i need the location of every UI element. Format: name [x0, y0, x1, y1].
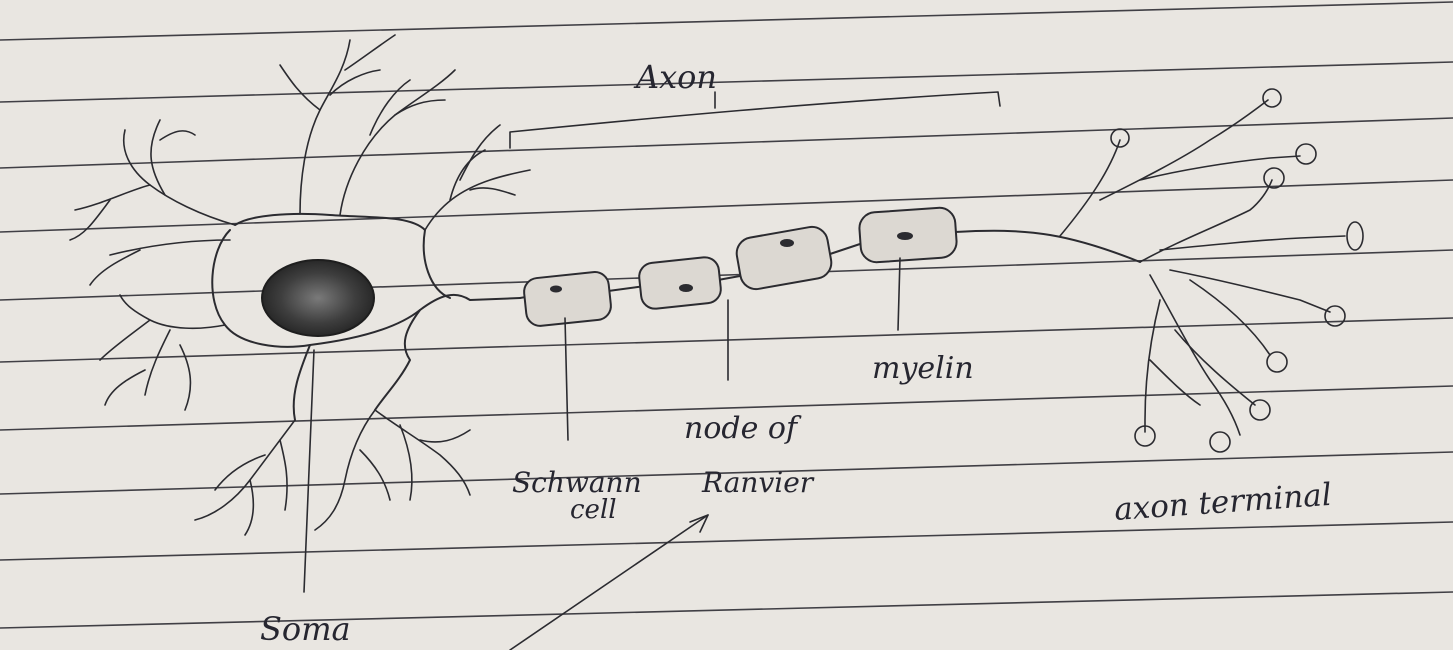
node-of-ranvier-label-line2: Ranvier — [701, 466, 815, 499]
axon-terminal-label: axon terminal — [1113, 477, 1333, 528]
myelin-sheaths — [523, 207, 958, 328]
node-of-ranvier-label-line1: node of — [684, 411, 802, 446]
axon-label: Axon — [633, 58, 717, 96]
axon-bracket — [510, 92, 1000, 148]
schwann-cell-2 — [638, 256, 722, 310]
schwann-cell-4 — [858, 207, 957, 264]
nucleus — [262, 260, 374, 336]
soma-label: Soma — [260, 610, 351, 648]
myelin-label: myelin — [872, 351, 974, 386]
schwann-cell-label-line2: cell — [570, 495, 617, 525]
schwann-cell-1 — [523, 271, 613, 328]
schwann-cell-3 — [734, 224, 834, 291]
labels: Axon myelin node of Ranvier Schwann cell… — [260, 58, 1333, 648]
axon-terminals — [1060, 89, 1363, 452]
